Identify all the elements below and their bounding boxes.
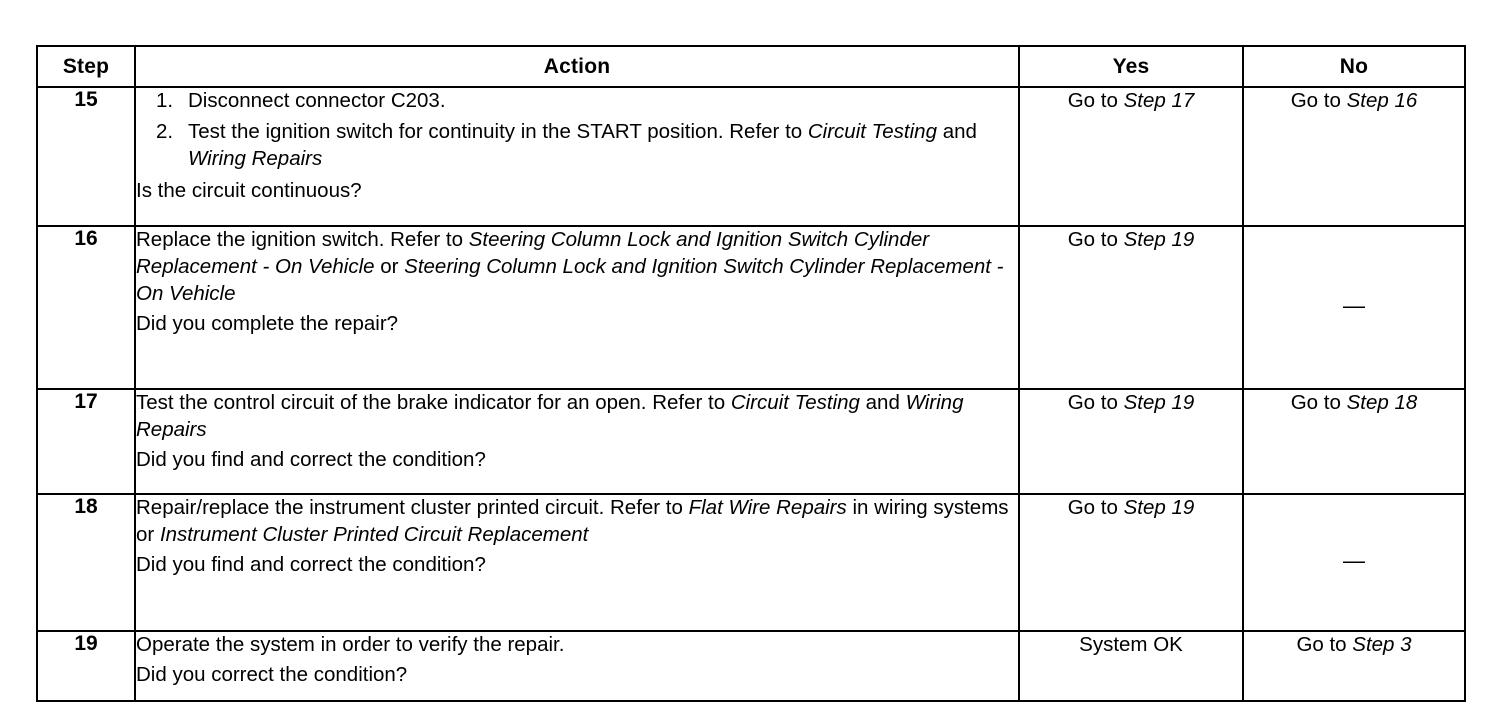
text-run: Go to: [1067, 228, 1124, 251]
column-header-action: Action: [134, 45, 1020, 88]
step-number-cell: 15: [36, 86, 136, 227]
yes-answer-cell: Go to Step 19: [1018, 225, 1244, 390]
action-cell: Repair/replace the instrument cluster pr…: [134, 493, 1020, 632]
column-header-yes: Yes: [1018, 45, 1244, 88]
yes-answer-cell: Go to Step 17: [1018, 86, 1244, 227]
action-step-item: 2. Test the ignition switch for continuit…: [136, 119, 1018, 173]
text-run: Go to: [1067, 89, 1124, 112]
action-question: Did you find and correct the condition?: [136, 447, 486, 471]
action-step-list: 1. Disconnect connector C203. 2. Test the i…: [136, 88, 1018, 173]
step-number-cell: 18: [36, 493, 136, 632]
text-run: Operate the system in order to verify th…: [136, 633, 565, 656]
yes-answer-cell: Go to Step 19: [1018, 388, 1244, 495]
text-run: Go to: [1290, 391, 1347, 414]
em-dash-marker: —: [1343, 293, 1365, 319]
action-question: Is the circuit continuous?: [136, 178, 362, 202]
action-cell: Replace the ignition switch. Refer to St…: [134, 225, 1020, 390]
italic-reference: Step 19: [1123, 496, 1195, 519]
text-run: Go to: [1290, 89, 1347, 112]
action-cell: Operate the system in order to verify th…: [134, 630, 1020, 702]
column-header-no: No: [1242, 45, 1466, 88]
table-body: 15 1. Disconnect connector C203. 2. Test the…: [36, 86, 1466, 702]
action-step-number: 1.: [156, 89, 174, 112]
action-cell: 1. Disconnect connector C203. 2. Test the i…: [134, 86, 1020, 227]
em-dash-marker: —: [1343, 548, 1365, 574]
italic-reference: Circuit Testing: [730, 391, 860, 414]
text-run: Disconnect connector C203.: [188, 89, 446, 112]
no-answer-cell-dash: —: [1242, 493, 1466, 632]
header-row: Step Action Yes No: [36, 45, 1466, 88]
italic-reference: Circuit Testing: [807, 119, 937, 143]
text-run: Repair/replace the instrument cluster pr…: [136, 496, 689, 519]
text-run: Go to: [1067, 496, 1124, 519]
action-step-number: 2.: [156, 119, 174, 143]
no-answer-cell: Go to Step 18: [1242, 388, 1466, 495]
step-number-cell: 17: [36, 388, 136, 495]
italic-reference: Instrument Cluster Printed Circuit Repla…: [159, 522, 589, 546]
italic-reference: Step 16: [1346, 89, 1418, 112]
table-row: 15 1. Disconnect connector C203. 2. Test the…: [36, 86, 1466, 227]
action-description: Operate the system in order to verify th…: [136, 632, 1018, 659]
no-answer-cell: Go to Step 16: [1242, 86, 1466, 227]
no-answer-cell: Go to Step 3: [1242, 630, 1466, 702]
italic-reference: Wiring Repairs: [188, 146, 323, 170]
action-question: Did you correct the condition?: [136, 662, 408, 686]
step-number-cell: 16: [36, 225, 136, 390]
italic-reference: Steering Column Lock and Ignition Switch…: [136, 228, 930, 278]
text-run: Go to: [1296, 633, 1353, 656]
text-run: Replace the ignition switch. Refer to: [136, 228, 469, 251]
italic-reference: Steering Column Lock and Ignition Switch…: [136, 254, 1004, 305]
italic-reference: Step 19: [1123, 228, 1195, 251]
text-run: Test the ignition switch for continuity …: [188, 119, 808, 143]
action-step-item: 1. Disconnect connector C203.: [136, 88, 1018, 115]
italic-reference: Step 3: [1352, 633, 1412, 656]
italic-reference: Step 18: [1346, 391, 1418, 414]
italic-reference: Step 17: [1123, 89, 1195, 112]
yes-answer-cell: Go to Step 19: [1018, 493, 1244, 632]
text-run: Go to: [1067, 391, 1124, 414]
text-run: and: [937, 119, 977, 143]
action-description: Replace the ignition switch. Refer to St…: [136, 227, 1018, 308]
column-header-step: Step: [36, 45, 136, 88]
action-description: Repair/replace the instrument cluster pr…: [136, 495, 1018, 549]
text-run: and: [859, 391, 906, 414]
text-run: or: [374, 254, 405, 278]
text-run: System OK: [1079, 633, 1183, 656]
text-run: Test the control circuit of the brake in…: [136, 391, 731, 414]
no-answer-cell-dash: —: [1242, 225, 1466, 390]
italic-reference: Wiring Repairs: [136, 391, 964, 441]
action-question: Did you complete the repair?: [136, 311, 399, 335]
action-question: Did you find and correct the condition?: [136, 552, 486, 576]
diagnostic-table: Step Action Yes No 15 1. Disconnect connec…: [36, 45, 1466, 702]
table-header: Step Action Yes No: [36, 45, 1466, 88]
text-run: in wiring systems or: [136, 496, 1009, 546]
step-number-cell: 19: [36, 630, 136, 702]
action-description: Test the control circuit of the brake in…: [136, 390, 1018, 444]
italic-reference: Step 19: [1123, 391, 1195, 414]
action-cell: Test the control circuit of the brake in…: [134, 388, 1020, 495]
yes-answer-cell: System OK: [1018, 630, 1244, 702]
italic-reference: Flat Wire Repairs: [688, 496, 847, 519]
